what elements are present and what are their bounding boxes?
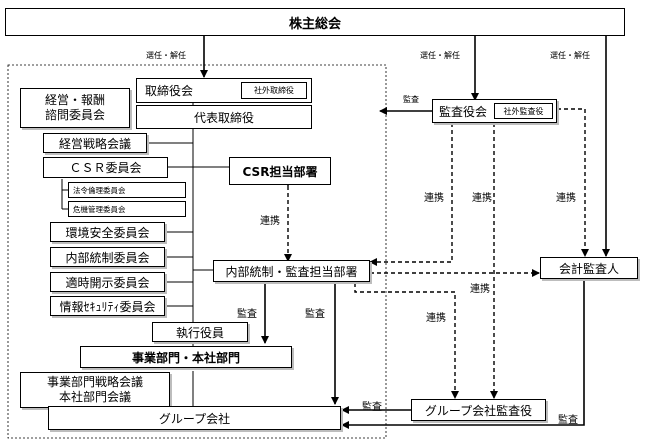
csr-department-box: CSR担当部署: [229, 157, 331, 185]
audit-label-accounting: 監査: [558, 415, 578, 426]
coop-label-auditors-internal: 連携: [424, 193, 444, 204]
business-divisions-label: 事業部門・本社部門: [131, 350, 240, 365]
representative-director-label: 代表取締役: [193, 110, 254, 125]
shareholders-meeting-label: 株主総会: [288, 16, 341, 32]
legal-ethics-committee-box: 法令倫理委員会: [68, 182, 186, 198]
remuneration-committee-line1: 経営・報酬: [44, 93, 105, 107]
arrow-accounting-audit-group: [341, 280, 585, 429]
elect-dismiss-label-board: 選任・解任: [146, 51, 186, 60]
risk-committee-box: 危機管理委員会: [68, 201, 186, 217]
group-companies-label: グループ会社: [158, 411, 231, 426]
csr-committee-box: ＣＳＲ委員会: [43, 157, 168, 178]
coop-auditors-accounting: [550, 105, 589, 257]
internal-control-committee-label: 内部統制委員会: [65, 250, 150, 265]
elect-dismiss-label-accounting: 選任・解任: [550, 51, 590, 60]
coop-label-csr: 連携: [260, 216, 280, 227]
legal-ethics-committee-label: 法令倫理委員会: [73, 185, 126, 195]
infosec-committee-label: 情報ｾｷｭﾘﾃｨ委員会: [59, 299, 156, 314]
accounting-auditor-box: 会計監査人: [540, 257, 638, 279]
shareholders-meeting-box: 株主総会: [5, 8, 625, 36]
disclosure-committee-label: 適時開示委員会: [65, 275, 150, 290]
group-auditors-box: グループ会社監査役: [411, 399, 546, 421]
internal-control-committee-box: 内部統制委員会: [50, 247, 165, 267]
outside-auditors-label: 社外監査役: [503, 106, 544, 116]
elect-dismiss-label-auditors: 選任・解任: [420, 51, 460, 60]
audit-label-board: 監査: [403, 95, 419, 104]
audit-label-group: 監査: [305, 309, 325, 320]
division-meetings-box: 事業部門戦略会議 本社部門会議: [20, 372, 170, 408]
auditors-board-label: 監査役会: [439, 104, 488, 119]
business-divisions-box: 事業部門・本社部門: [80, 346, 292, 368]
audit-label-group-auditors: 監査: [362, 402, 382, 413]
coop-label-auditors-group: 連携: [472, 193, 492, 204]
env-safety-committee-box: 環境安全委員会: [50, 222, 165, 242]
outside-directors-label: 社外取締役: [254, 86, 294, 95]
remuneration-committee-line2: 諮問委員会: [44, 108, 105, 122]
infosec-committee-box: 情報ｾｷｭﾘﾃｨ委員会: [50, 296, 165, 316]
representative-director-box: 代表取締役: [136, 105, 312, 129]
division-meetings-line1: 事業部門戦略会議: [46, 375, 143, 389]
audit-label-divisions: 監査: [237, 309, 257, 320]
internal-audit-department-label: 内部統制・監査担当部署: [225, 264, 358, 279]
risk-committee-label: 危機管理委員会: [73, 204, 126, 214]
csr-department-label: CSR担当部署: [242, 164, 318, 179]
accounting-auditor-label: 会計監査人: [558, 261, 619, 276]
board-label: 取締役会: [145, 84, 194, 98]
executive-officers-box: 執行役員: [152, 322, 248, 342]
division-meetings-line2: 本社部門会議: [58, 390, 131, 404]
coop-label-internal-group: 連携: [426, 313, 446, 324]
env-safety-committee-label: 環境安全委員会: [65, 225, 150, 240]
internal-audit-department-box: 内部統制・監査担当部署: [213, 260, 370, 282]
coop-label-auditors-accounting: 連携: [556, 193, 576, 204]
executive-officers-label: 執行役員: [175, 325, 224, 340]
coop-internal-group: [351, 276, 459, 399]
coop-label-internal-accounting: 連携: [470, 284, 490, 295]
group-auditors-label: グループ会社監査役: [424, 403, 533, 418]
outside-directors-box: 社外取締役: [241, 82, 307, 99]
remuneration-committee-box: 経営・報酬 諮問委員会: [20, 88, 130, 128]
group-companies-box: グループ会社: [48, 406, 341, 430]
csr-committee-label: ＣＳＲ委員会: [69, 161, 142, 175]
outside-auditors-box: 社外監査役: [494, 103, 553, 119]
disclosure-committee-box: 適時開示委員会: [50, 272, 165, 292]
strategy-meeting-label: 経営戦略会議: [58, 136, 131, 151]
strategy-meeting-box: 経営戦略会議: [43, 133, 147, 153]
